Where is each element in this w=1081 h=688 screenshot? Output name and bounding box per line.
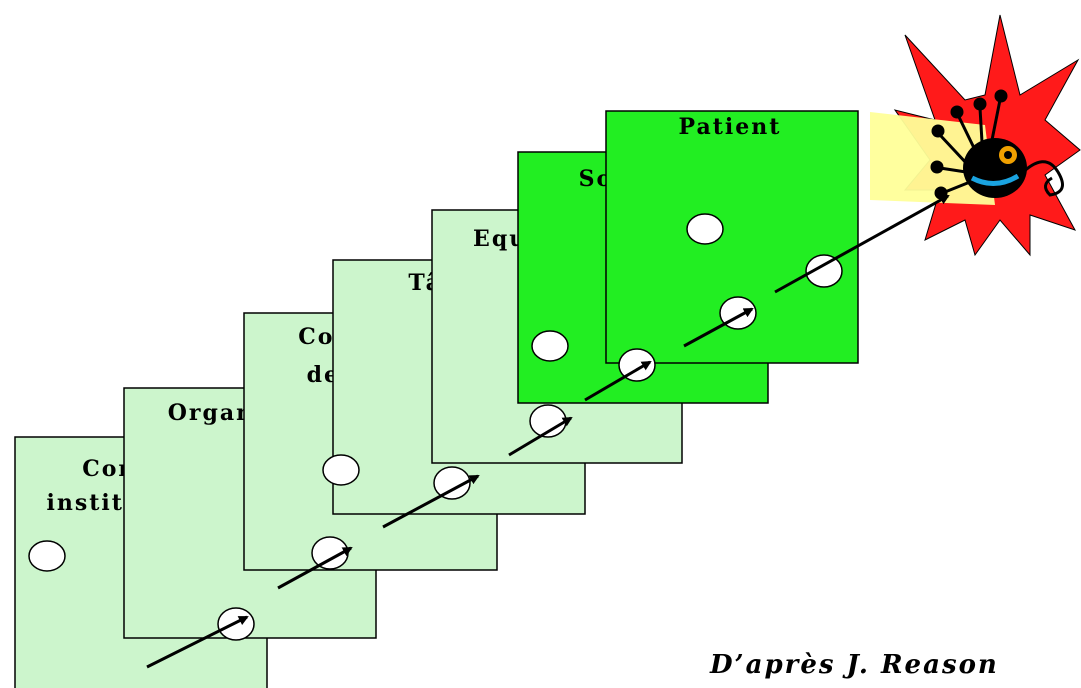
trajectory-arrow	[584, 360, 652, 402]
trajectory-arrow	[277, 546, 353, 590]
light-rays	[870, 112, 995, 205]
trajectory-arrow	[774, 194, 950, 294]
hole	[805, 254, 843, 288]
hole	[686, 213, 724, 245]
trajectory-arrow	[146, 615, 249, 669]
hazard-burst	[870, 14, 1081, 257]
trajectory-arrow	[683, 307, 754, 348]
trajectory-arrow	[508, 416, 573, 457]
defense-layers: ContexteinstitutionnelOrganisationCondit…	[14, 110, 859, 688]
accident-trajectory	[146, 194, 950, 669]
attribution-text: D’après J. Reason	[709, 650, 999, 680]
hole	[322, 454, 360, 486]
virus-icon	[930, 89, 1064, 200]
hole	[28, 540, 66, 572]
hole	[618, 348, 656, 382]
trajectory-arrow	[382, 474, 480, 529]
layer-label: Patient	[679, 114, 782, 140]
hole	[531, 330, 569, 362]
